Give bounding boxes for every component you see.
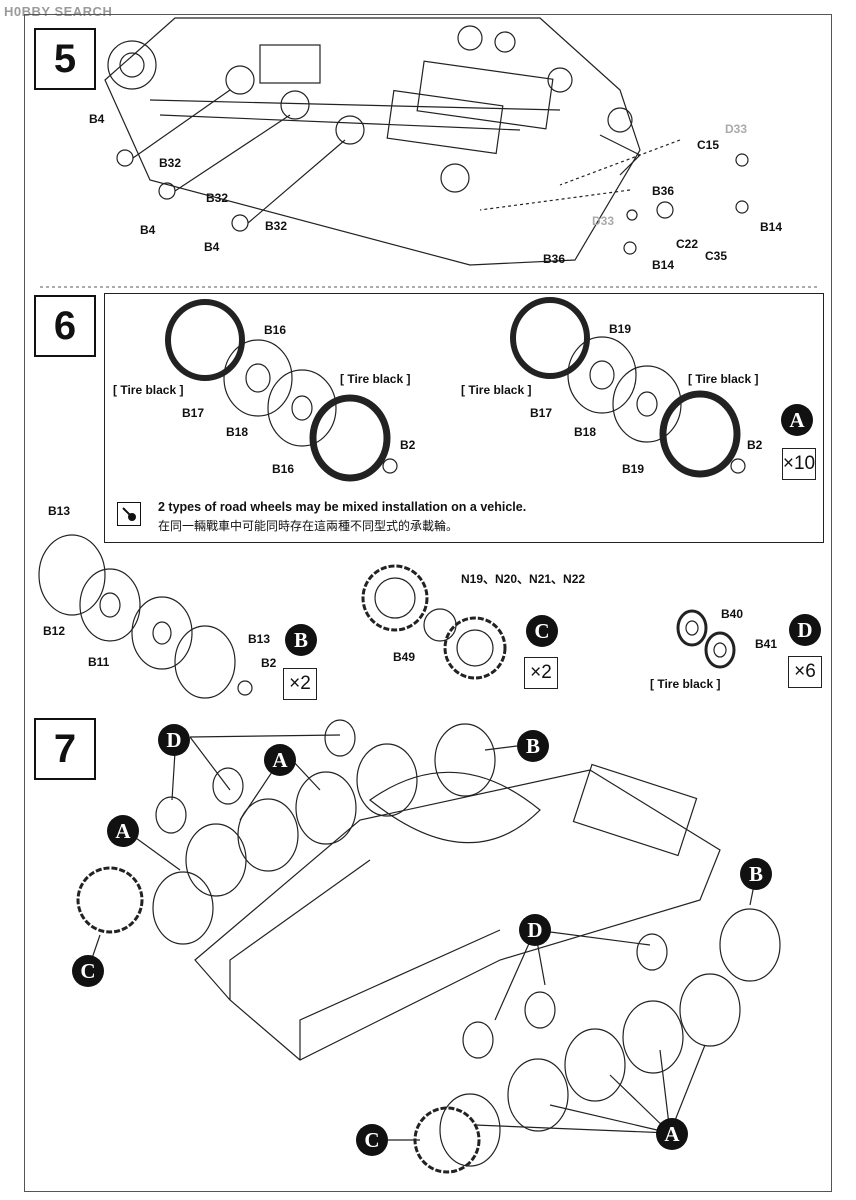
subassembly-marker-a: A	[781, 404, 813, 436]
idler-wheel-assembly	[38, 534, 253, 699]
part-label: B17	[530, 406, 553, 420]
note-chinese: 在同一輛戰車中可能同時存在這兩種不同型式的承載輪。	[158, 519, 459, 533]
part-label: B4	[204, 240, 220, 254]
quantity-box: ×2	[283, 668, 317, 700]
step7-marker-d: D	[519, 914, 551, 946]
step7-marker-a: A	[107, 815, 139, 847]
part-label: B4	[140, 223, 156, 237]
paint-note: [ Tire black ]	[688, 372, 759, 386]
part-label: B36	[652, 184, 675, 198]
road-wheel-type1	[165, 299, 398, 482]
part-label: B13	[248, 632, 271, 646]
part-label: B18	[226, 425, 249, 439]
caution-icon	[117, 502, 141, 526]
part-label: D33	[725, 122, 748, 136]
watermark: H0BBY SEARCH	[4, 4, 113, 19]
part-label: B32	[206, 191, 229, 205]
step-number-6: 6	[34, 295, 96, 357]
part-label: B14	[760, 220, 783, 234]
part-label: B16	[264, 323, 287, 337]
part-label: B41	[755, 637, 778, 651]
part-label: B32	[159, 156, 182, 170]
part-label: B18	[574, 425, 597, 439]
part-label: B19	[609, 322, 632, 336]
step7-marker-b: B	[517, 730, 549, 762]
drive-sprocket-hub	[107, 40, 157, 90]
step7-marker-b: B	[740, 858, 772, 890]
engine-grille	[572, 763, 698, 857]
quantity-box: ×6	[788, 656, 822, 688]
step-number-5: 5	[34, 28, 96, 90]
road-arm-parts	[116, 89, 346, 232]
part-label: B12	[43, 624, 66, 638]
paint-note: [ Tire black ]	[650, 677, 721, 691]
paint-note: [ Tire black ]	[461, 383, 532, 397]
part-label: B2	[261, 656, 277, 670]
part-label: C35	[705, 249, 728, 263]
part-label: B17	[182, 406, 205, 420]
hull-underside	[104, 17, 641, 266]
part-label: B11	[88, 655, 110, 669]
part-label: B40	[721, 607, 744, 621]
part-label: D33	[592, 214, 615, 228]
step7-marker-c: C	[356, 1124, 388, 1156]
quantity-box: ×2	[524, 657, 558, 689]
step7-marker-a: A	[656, 1118, 688, 1150]
part-label: C15	[697, 138, 720, 152]
part-label: N19、N20、N21、N22	[461, 572, 586, 586]
step7-marker-c: C	[72, 955, 104, 987]
page-border	[24, 14, 832, 1192]
step7-marker-d: D	[158, 724, 190, 756]
part-label: B16	[272, 462, 295, 476]
part-label: B19	[622, 462, 645, 476]
part-label: B49	[393, 650, 416, 664]
road-wheel-type2	[510, 297, 746, 478]
subassembly-marker-c: C	[526, 615, 558, 647]
part-label: B36	[543, 252, 566, 266]
note-english: 2 types of road wheels may be mixed inst…	[158, 500, 527, 514]
road-wheels-step7	[76, 719, 781, 1174]
step7-marker-a: A	[264, 744, 296, 776]
turret-ring	[369, 771, 541, 844]
part-label: B13	[48, 504, 71, 518]
part-label: B2	[747, 438, 763, 452]
step-number-7: 7	[34, 718, 96, 780]
paint-note: [ Tire black ]	[113, 383, 184, 397]
hatch-panel-2	[386, 89, 504, 155]
part-label: C22	[676, 237, 699, 251]
subassembly-marker-d: D	[789, 614, 821, 646]
part-label: B14	[652, 258, 675, 272]
part-label: B2	[400, 438, 416, 452]
part-label: B32	[265, 219, 288, 233]
step6-frame	[104, 293, 824, 543]
paint-note: [ Tire black ]	[340, 372, 411, 386]
hull-body	[194, 769, 721, 1061]
part-label: B4	[89, 112, 105, 126]
return-roller-assembly	[676, 609, 736, 669]
hatch-panel	[259, 44, 321, 84]
quantity-box: ×10	[782, 448, 816, 480]
subassembly-marker-b: B	[285, 624, 317, 656]
drive-sprocket-assembly	[361, 564, 507, 680]
